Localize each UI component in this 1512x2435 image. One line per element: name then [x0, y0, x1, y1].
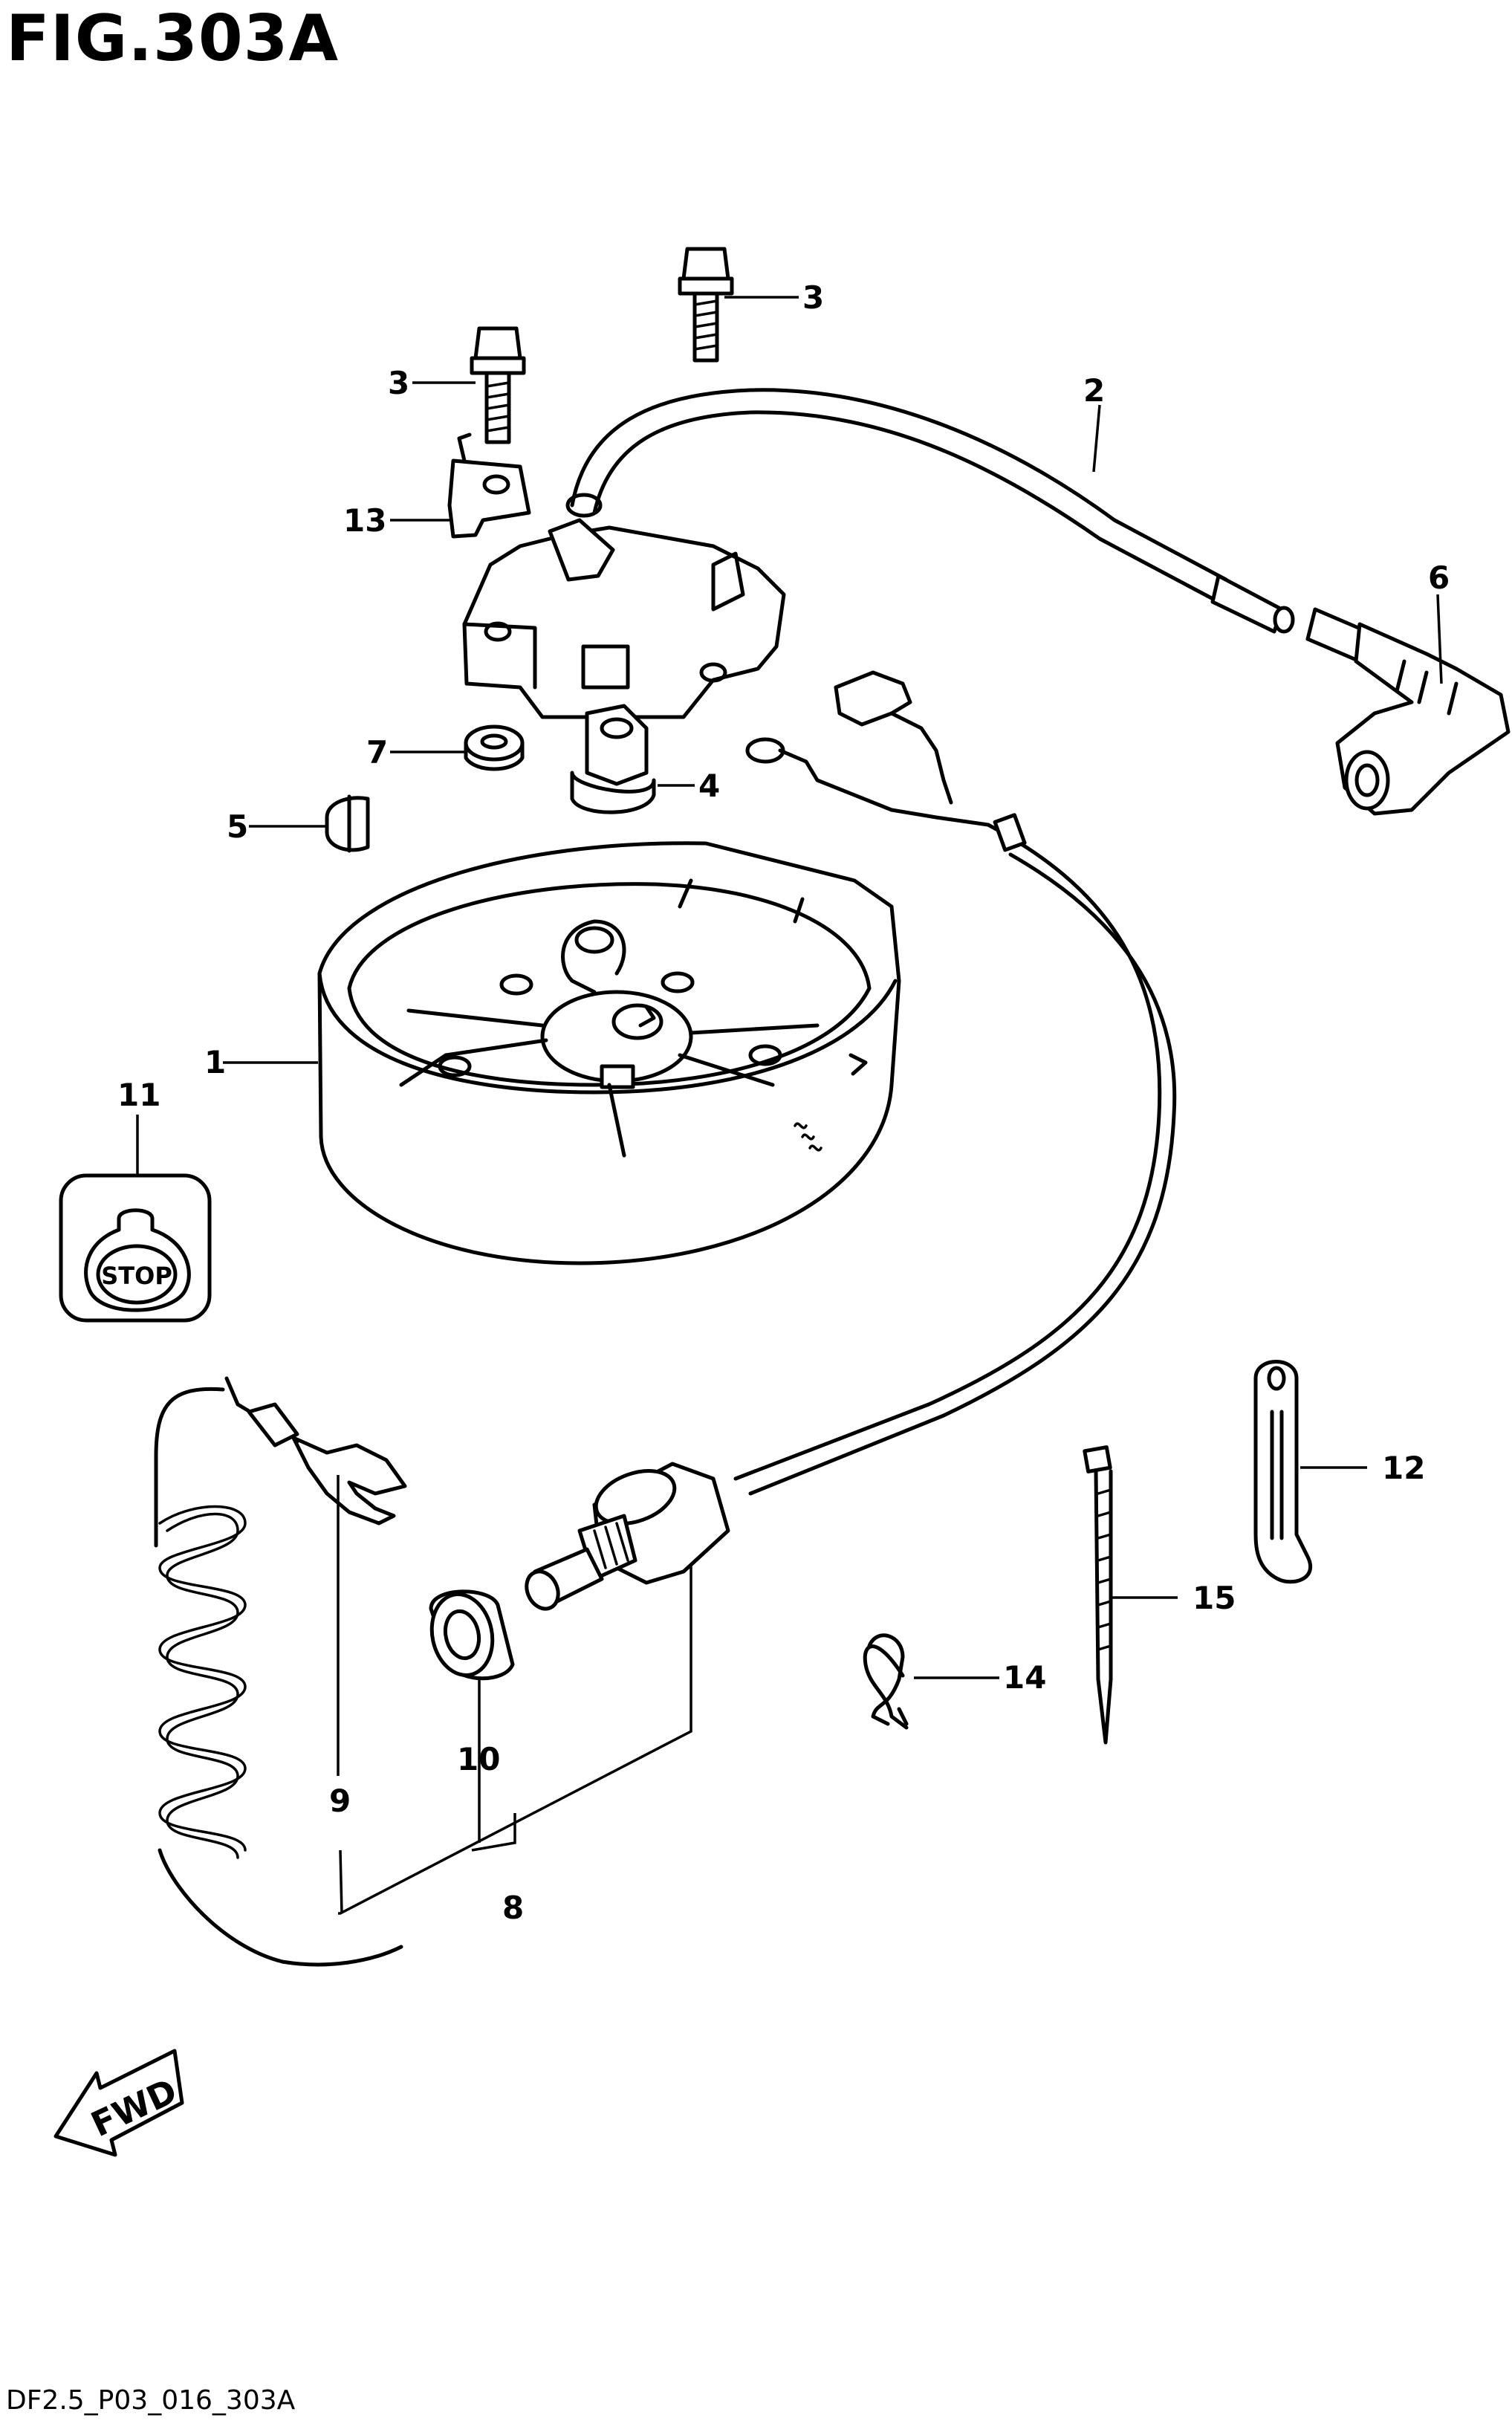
woodruff-key[interactable]	[325, 794, 370, 853]
callout-7: 7	[366, 734, 388, 771]
drawing-code: DF2.5_P03_016_303A	[6, 2385, 296, 2416]
cable-tie[interactable]	[1083, 1445, 1113, 1745]
callout-14: 14	[1003, 1659, 1046, 1696]
flywheel[interactable]	[317, 841, 901, 1265]
stop-switch-lead[interactable]	[733, 670, 1177, 1496]
bolt-upper[interactable]	[678, 247, 734, 363]
washer[interactable]	[464, 724, 525, 771]
stop-switch-body[interactable]	[521, 1461, 730, 1614]
stop-label: STOP	[101, 1262, 172, 1290]
ignition-coil[interactable]	[462, 493, 786, 719]
callout-5: 5	[227, 808, 248, 845]
callout-6: 6	[1428, 560, 1450, 596]
callout-numbers: 1 2 3 3 4 5 6 7 8 9 10 11 12 13 14 15	[117, 279, 1450, 1926]
cord-clip[interactable]	[1253, 1360, 1313, 1584]
spark-plug-cap[interactable]	[1305, 607, 1511, 816]
callout-3-upper: 3	[802, 279, 824, 316]
callout-15: 15	[1193, 1580, 1236, 1616]
spring-clip[interactable]	[863, 1633, 909, 1730]
flange-nut[interactable]	[570, 704, 656, 814]
high-tension-cord[interactable]	[570, 388, 1295, 634]
bolt-left[interactable]	[470, 326, 526, 444]
callout-1: 1	[204, 1044, 226, 1080]
callout-3-left: 3	[388, 365, 409, 401]
callout-12: 12	[1382, 1450, 1425, 1486]
figure-title: FIG.303A	[6, 1, 340, 76]
callout-13: 13	[343, 502, 386, 539]
callout-2: 2	[1083, 372, 1105, 409]
fwd-arrow-icon: FWD	[53, 2049, 184, 2157]
callout-11: 11	[117, 1077, 160, 1113]
switch-nut[interactable]	[424, 1589, 515, 1681]
callout-8: 8	[502, 1890, 524, 1926]
emergency-stop-lanyard[interactable]	[154, 1376, 407, 1967]
callout-4: 4	[698, 768, 720, 804]
ground-plate[interactable]	[447, 432, 531, 539]
callout-10: 10	[457, 1741, 500, 1777]
leader-lines	[136, 296, 1443, 1915]
stop-plate[interactable]: STOP	[59, 1173, 212, 1323]
callout-9: 9	[329, 1783, 351, 1819]
